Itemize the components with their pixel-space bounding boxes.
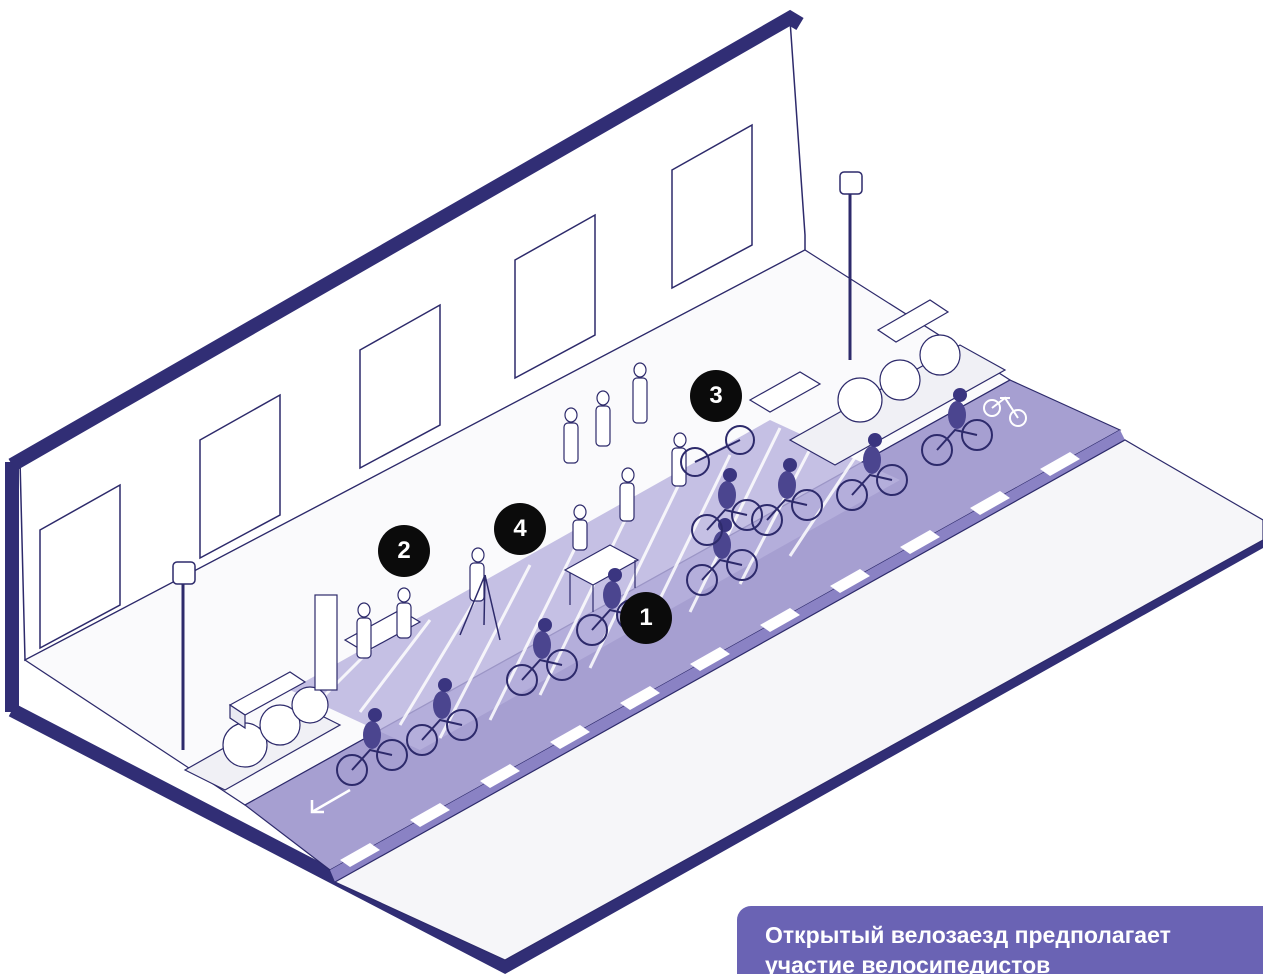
marker-2: 2	[378, 525, 430, 577]
marker-1: 1	[620, 592, 672, 644]
caption-box: Открытый велозаезд предполагает участие …	[737, 906, 1263, 974]
caption-text: Открытый велозаезд предполагает участие …	[765, 922, 1171, 974]
marker-4: 4	[494, 503, 546, 555]
marker-3: 3	[690, 370, 742, 422]
